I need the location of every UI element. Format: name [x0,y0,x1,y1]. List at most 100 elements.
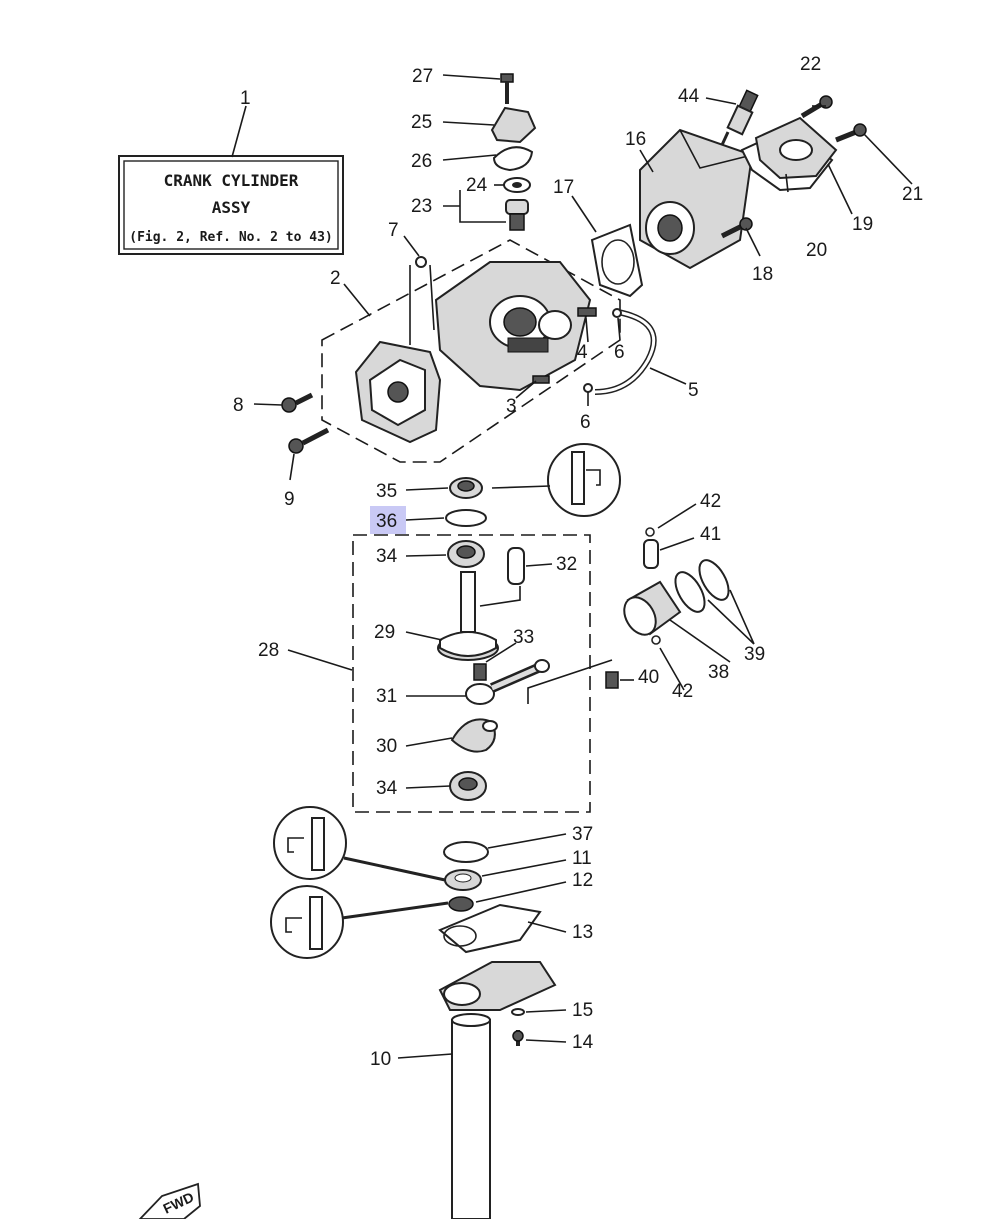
selected-part-highlight[interactable] [370,506,406,534]
label-6b[interactable]: 6 [580,412,591,433]
washer-37 [443,841,489,863]
gasket-17 [590,223,644,298]
label-32[interactable]: 32 [556,554,577,575]
detail-circle-11 [273,806,446,882]
label-17[interactable]: 17 [553,177,574,198]
exhaust-pipe-10 [451,1013,491,1219]
head-16 [639,128,754,270]
label-44[interactable]: 44 [678,86,700,107]
gasket-13 [438,903,542,954]
spark-plug-44 [720,89,759,146]
label-14[interactable]: 14 [572,1032,594,1053]
label-33[interactable]: 33 [513,627,534,648]
label-38[interactable]: 38 [708,662,729,683]
bolt-21 [835,123,867,143]
label-15[interactable]: 15 [572,1000,593,1021]
group-outline-28 [352,534,591,813]
bearing-34-lower [449,771,487,801]
label-37[interactable]: 37 [572,824,593,845]
clip-42-upper [645,527,655,537]
label-23[interactable]: 23 [411,196,432,217]
label-18[interactable]: 18 [752,264,773,285]
crankshaft-29 [437,571,499,661]
bolt-9 [288,427,330,454]
fwd-arrow-icon: FWD [138,1182,201,1219]
piston-pin-41 [643,539,659,569]
washer-15 [511,1008,525,1016]
crank-web-30 [450,718,498,753]
leader-lines [253,74,913,1059]
label-20[interactable]: 20 [806,240,827,261]
part-labels: 27 25 26 24 23 22 44 16 17 21 19 20 18 7… [233,54,923,1070]
ring-39b [698,559,730,601]
label-26[interactable]: 26 [411,151,432,172]
label-4[interactable]: 4 [577,342,588,363]
label-9[interactable]: 9 [284,489,295,510]
label-27[interactable]: 27 [412,66,433,87]
label-24[interactable]: 24 [466,175,488,196]
label-36[interactable]: 36 [376,511,397,532]
label-25[interactable]: 25 [411,112,432,133]
title-line-1: CRANK CYLINDER [164,171,299,190]
label-31[interactable]: 31 [376,686,397,707]
bearing-34-upper [447,540,485,568]
label-29[interactable]: 29 [374,622,395,643]
group-outline-2 [321,239,621,463]
label-41[interactable]: 41 [700,524,721,545]
label-34a[interactable]: 34 [376,546,398,567]
label-6a[interactable]: 6 [614,342,625,363]
label-13[interactable]: 13 [572,922,593,943]
label-35[interactable]: 35 [376,481,397,502]
label-30[interactable]: 30 [376,736,397,757]
title-line-3: (Fig. 2, Ref. No. 2 to 43) [129,230,333,245]
washer-24 [503,177,531,193]
label-10[interactable]: 10 [370,1049,391,1070]
clip-6-lower [583,383,593,393]
detail-circle-35 [491,443,621,517]
link-line-40 [527,659,613,704]
label-12[interactable]: 12 [572,870,593,891]
label-11[interactable]: 11 [572,848,592,869]
plug-23 [505,199,529,231]
hose-5 [594,309,657,395]
label-39[interactable]: 39 [744,644,765,665]
label-21[interactable]: 21 [902,184,923,205]
label-5[interactable]: 5 [688,380,699,401]
fitting-3 [532,375,550,384]
bearing-40 [605,671,619,689]
cover-19 [754,116,838,180]
label-1: 1 [240,88,251,109]
dowel-7 [409,256,435,345]
label-7[interactable]: 7 [388,220,399,241]
crankcase-2 [354,340,442,444]
label-22[interactable]: 22 [800,54,821,75]
bearing-35 [449,477,483,499]
bolt-8 [281,392,314,413]
label-8[interactable]: 8 [233,395,244,416]
detail-circle-12 [270,885,449,959]
seal-11 [444,869,482,891]
piston-38 [623,580,682,636]
title-line-2: ASSY [212,198,251,217]
label-2[interactable]: 2 [330,268,341,289]
bolt-27 [500,73,514,104]
label-3[interactable]: 3 [506,396,517,417]
seal-12 [448,896,474,912]
label-42b[interactable]: 42 [672,681,693,702]
label-19[interactable]: 19 [852,214,873,235]
cover-25 [490,106,537,144]
bolt-18 [720,217,753,239]
label-34b[interactable]: 34 [376,778,398,799]
connecting-rod-31 [465,659,550,705]
label-40[interactable]: 40 [638,667,659,688]
roller-33 [473,663,487,681]
label-42a[interactable]: 42 [700,491,721,512]
label-16[interactable]: 16 [625,129,646,150]
clip-6-upper [612,308,622,318]
label-28[interactable]: 28 [258,640,279,661]
bolt-14 [512,1030,524,1046]
washer-36 [445,509,487,527]
pin-32 [507,547,525,585]
